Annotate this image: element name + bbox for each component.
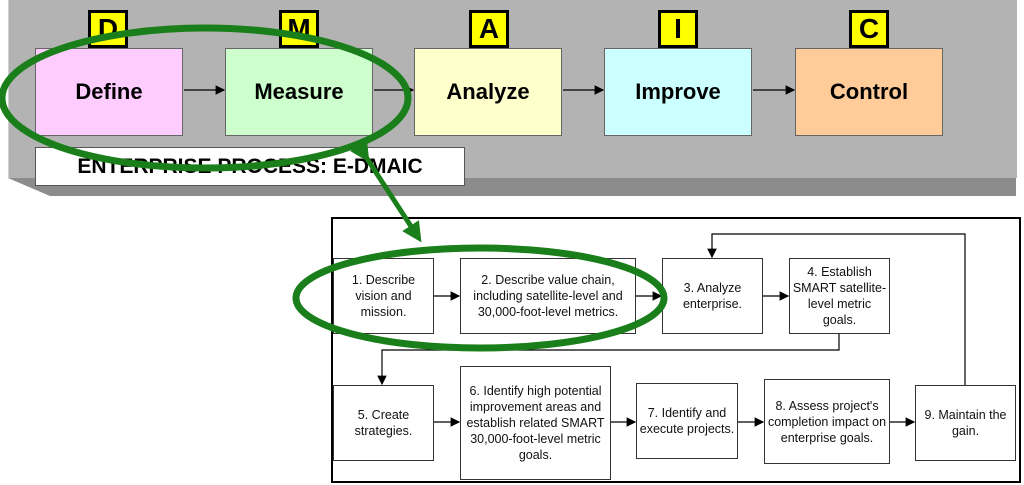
step-3: 3. Analyze enterprise. [662, 258, 763, 334]
phase-letter-a: A [469, 10, 509, 48]
phase-letter-i: I [658, 10, 698, 48]
phase-measure: Measure [225, 48, 373, 136]
step-4: 4. Establish SMART satellite-level metri… [789, 258, 890, 334]
step-9: 9. Maintain the gain. [915, 385, 1016, 461]
arrow-9-3-feedback [707, 233, 966, 385]
phase-improve: Improve [604, 48, 752, 136]
phase-analyze: Analyze [414, 48, 562, 136]
detail-frame [331, 217, 1021, 483]
arrow-4-5 [377, 334, 840, 386]
step-2: 2. Describe value chain, including satel… [460, 258, 636, 334]
step-7: 7. Identify and execute projects. [636, 383, 738, 459]
step-5: 5. Create strategies. [333, 385, 434, 461]
highlight-ellipse-top [0, 24, 412, 172]
step-8: 8. Assess project's completion impact on… [764, 379, 890, 464]
highlight-ellipse-bottom [292, 244, 668, 352]
phase-define: Define [35, 48, 183, 136]
step-1: 1. Describe vision and mission. [333, 258, 434, 334]
zoom-link-arrow [350, 140, 422, 243]
phase-letter-c: C [849, 10, 889, 48]
step-6: 6. Identify high potential improvement a… [460, 366, 611, 480]
phase-control: Control [795, 48, 943, 136]
